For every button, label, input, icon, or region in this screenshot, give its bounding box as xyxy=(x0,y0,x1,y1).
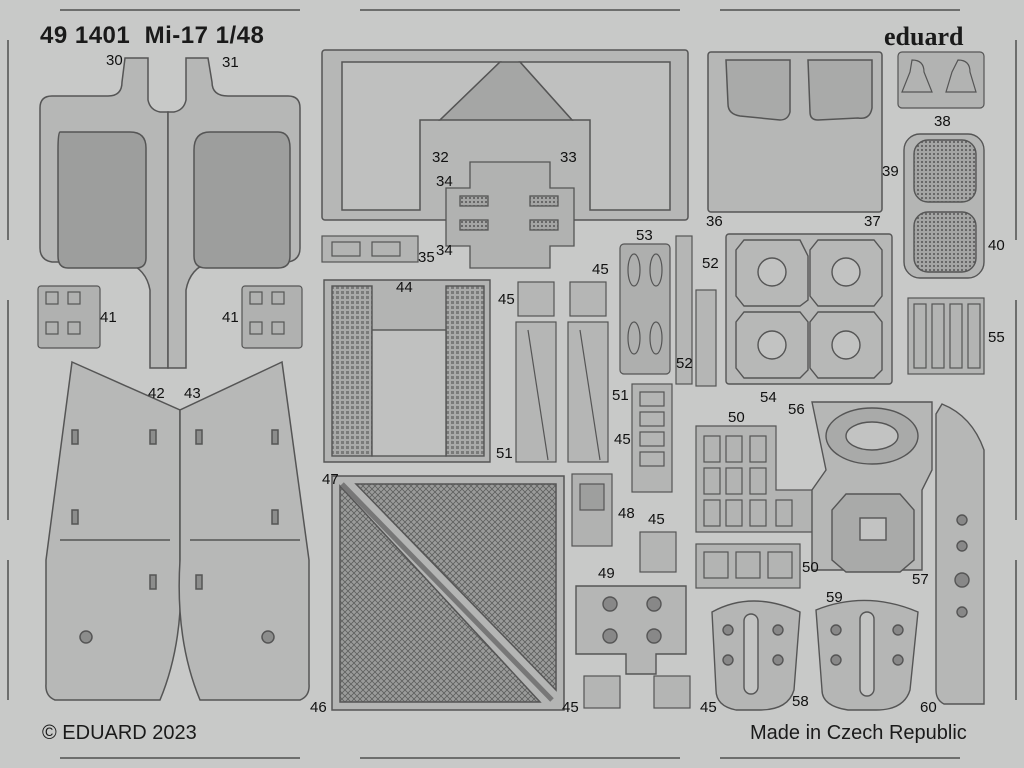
part-label: 45 xyxy=(562,699,579,716)
part-label: 36 xyxy=(706,213,723,230)
part-label: 45 xyxy=(648,511,665,528)
part-48 xyxy=(571,473,613,547)
part-label: 50 xyxy=(728,409,745,426)
part-label: 35 xyxy=(418,249,435,266)
part-label: 30 xyxy=(106,52,123,69)
part-55 xyxy=(907,297,985,375)
part-41-left xyxy=(37,285,101,349)
part-label: 53 xyxy=(636,227,653,244)
part-label: 33 xyxy=(560,149,577,166)
part-label: 55 xyxy=(988,329,1005,346)
part-30 xyxy=(39,57,169,369)
part-label: 48 xyxy=(618,505,635,522)
sheet-header: 49 1401 Mi-17 1/48 xyxy=(40,22,264,50)
part-53 xyxy=(619,243,671,375)
part-label: 47 xyxy=(322,471,339,488)
part-36-37 xyxy=(707,51,883,213)
part-44 xyxy=(323,279,491,463)
part-54 xyxy=(725,233,893,385)
part-label: 44 xyxy=(396,279,413,296)
part-43 xyxy=(178,360,310,701)
part-label: 58 xyxy=(792,693,809,710)
part-35 xyxy=(321,235,419,263)
brand-logo: eduard xyxy=(884,22,964,51)
product-code: 49 1401 xyxy=(40,22,131,49)
part-label: 43 xyxy=(184,385,201,402)
part-51-right xyxy=(567,281,609,463)
part-label: 45 xyxy=(700,699,717,716)
part-label: 34 xyxy=(436,242,453,259)
part-label: 52 xyxy=(702,255,719,272)
part-41-right xyxy=(241,285,303,349)
part-45-small xyxy=(583,531,691,709)
part-60 xyxy=(935,403,985,705)
part-42 xyxy=(45,360,182,701)
part-label: 41 xyxy=(100,309,117,326)
part-52 xyxy=(675,235,717,387)
part-label: 46 xyxy=(310,699,327,716)
part-label: 41 xyxy=(222,309,239,326)
part-label: 31 xyxy=(222,54,239,71)
part-label: 38 xyxy=(934,113,951,130)
part-34 xyxy=(445,161,575,269)
part-label: 51 xyxy=(612,387,629,404)
part-label: 37 xyxy=(864,213,881,230)
part-49 xyxy=(575,585,687,675)
part-label: 32 xyxy=(432,149,449,166)
copyright-note: © EDUARD 2023 xyxy=(42,722,197,744)
part-58 xyxy=(711,600,801,711)
part-50 xyxy=(695,425,817,589)
part-label: 45 xyxy=(498,291,515,308)
part-label: 45 xyxy=(614,431,631,448)
part-label: 50 xyxy=(802,559,819,576)
part-38-40 xyxy=(903,133,985,279)
part-label: 52 xyxy=(676,355,693,372)
part-32-33 xyxy=(321,49,689,221)
part-51-left xyxy=(515,281,557,463)
part-46-47 xyxy=(331,475,565,711)
origin-note: Made in Czech Republic xyxy=(750,722,967,744)
part-56-57 xyxy=(811,401,933,573)
part-31 xyxy=(167,57,301,369)
part-59 xyxy=(815,599,919,711)
product-title: Mi-17 1/48 xyxy=(144,22,265,49)
part-clips xyxy=(897,51,985,109)
part-label: 34 xyxy=(436,173,453,190)
part-label: 39 xyxy=(882,163,899,180)
part-label: 56 xyxy=(788,401,805,418)
part-label: 40 xyxy=(988,237,1005,254)
part-label: 54 xyxy=(760,389,777,406)
part-label: 49 xyxy=(598,565,615,582)
part-label: 42 xyxy=(148,385,165,402)
part-45-stack xyxy=(631,383,673,493)
part-label: 60 xyxy=(920,699,937,716)
part-label: 57 xyxy=(912,571,929,588)
part-label: 45 xyxy=(592,261,609,278)
part-label: 51 xyxy=(496,445,513,462)
part-label: 59 xyxy=(826,589,843,606)
